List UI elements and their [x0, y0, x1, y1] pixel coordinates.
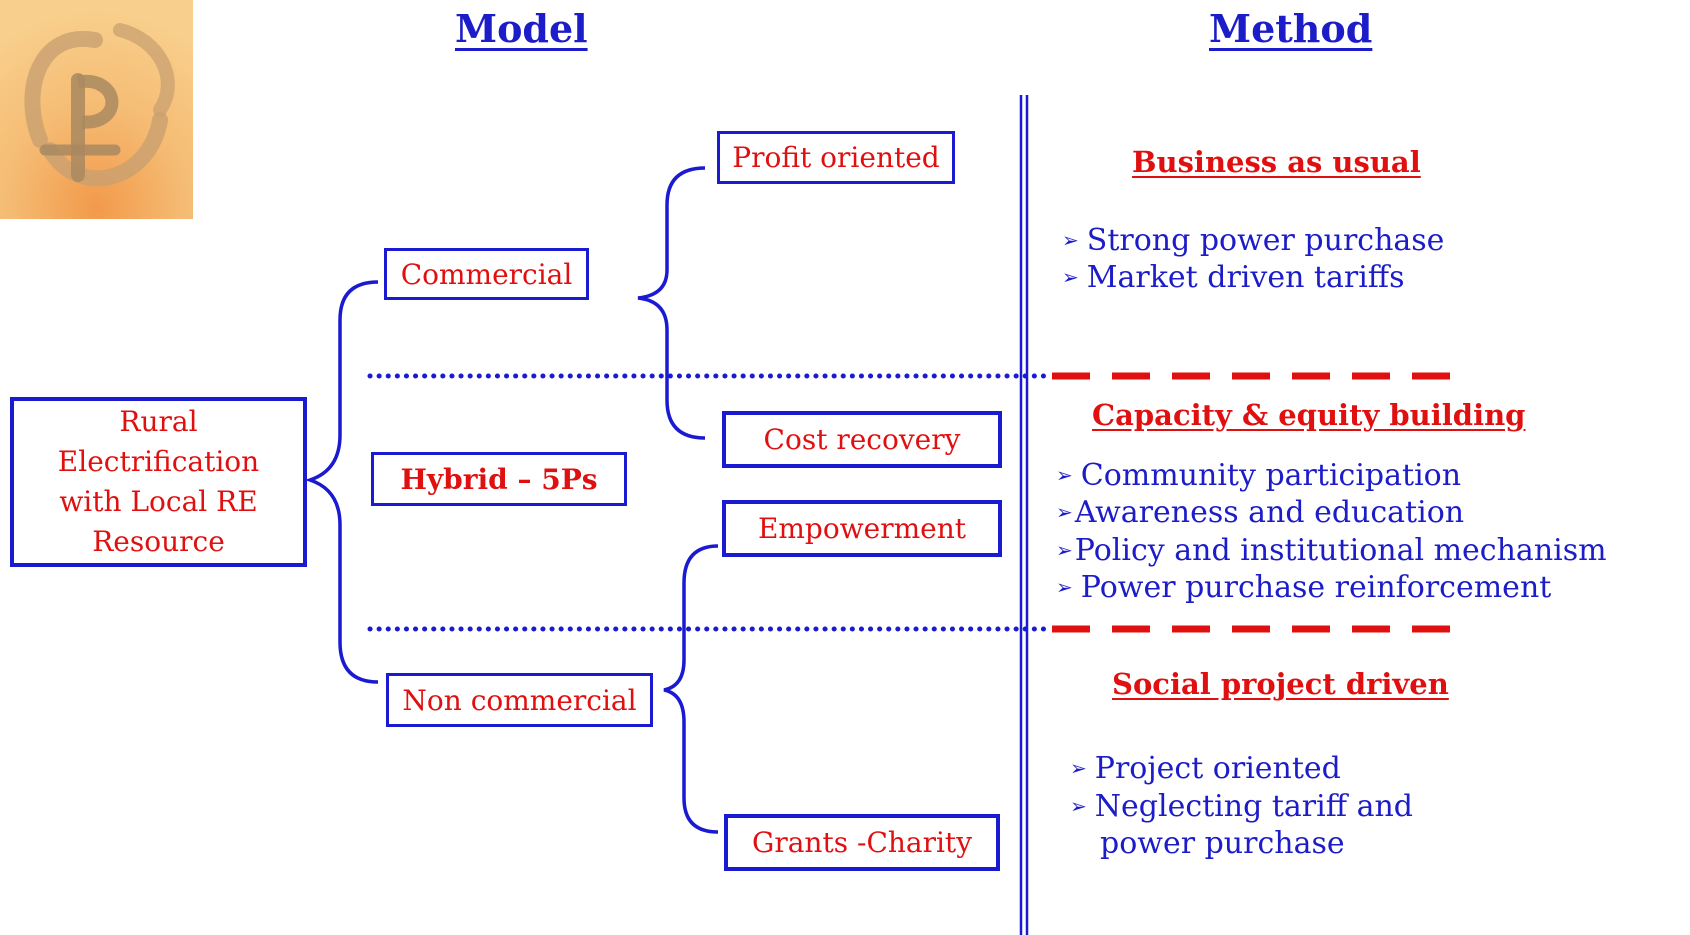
- model-header: Model: [455, 6, 588, 51]
- arrow-bullet-icon: ➢: [1062, 228, 1079, 252]
- root-line-2: Electrification: [57, 445, 260, 478]
- root-line-3: with Local RE: [59, 485, 258, 518]
- arrow-bullet-icon: ➢: [1056, 463, 1073, 487]
- arrow-bullet-icon: ➢: [1056, 538, 1073, 562]
- brace-root: [304, 280, 379, 684]
- capacity-item-4: ➢Power purchase reinforcement: [1056, 570, 1552, 605]
- business-item-2: ➢Market driven tariffs: [1062, 260, 1405, 295]
- profit-oriented-box: Profit oriented: [717, 131, 955, 184]
- grants-charity-box: Grants -Charity: [724, 814, 1000, 871]
- empowerment-box: Empowerment: [722, 500, 1002, 557]
- root-line-1: Rural: [119, 405, 198, 438]
- capacity-item-2: ➢Awareness and education: [1056, 495, 1465, 530]
- business-item-1: ➢Strong power purchase: [1062, 223, 1445, 258]
- non-commercial-box: Non commercial: [386, 673, 653, 727]
- method-header: Method: [1209, 6, 1373, 51]
- capacity-title: Capacity & equity building: [1092, 398, 1526, 432]
- logo-icon: [0, 0, 193, 219]
- social-item-1: ➢Project oriented: [1070, 751, 1341, 786]
- capacity-item-3: ➢Policy and institutional mechanism: [1056, 533, 1607, 568]
- brace-commercial: [637, 166, 706, 440]
- arrow-bullet-icon: ➢: [1070, 794, 1087, 818]
- social-title: Social project driven: [1112, 667, 1449, 701]
- arrow-bullet-icon: ➢: [1056, 500, 1073, 524]
- root-line-4: Resource: [92, 525, 225, 558]
- social-item-2-continued: power purchase: [1100, 826, 1345, 861]
- commercial-box: Commercial: [384, 248, 589, 300]
- arrow-bullet-icon: ➢: [1062, 265, 1079, 289]
- business-as-usual-title: Business as usual: [1132, 145, 1421, 179]
- cost-recovery-box: Cost recovery: [722, 411, 1002, 468]
- root-node: Rural Electrification with Local RE Reso…: [10, 397, 307, 567]
- capacity-item-1: ➢Community participation: [1056, 458, 1462, 493]
- arrow-bullet-icon: ➢: [1056, 575, 1073, 599]
- social-item-2: ➢Neglecting tariff and: [1070, 789, 1413, 824]
- brace-non-commercial: [663, 544, 719, 834]
- arrow-bullet-icon: ➢: [1070, 756, 1087, 780]
- hybrid-box: Hybrid – 5Ps: [371, 452, 627, 506]
